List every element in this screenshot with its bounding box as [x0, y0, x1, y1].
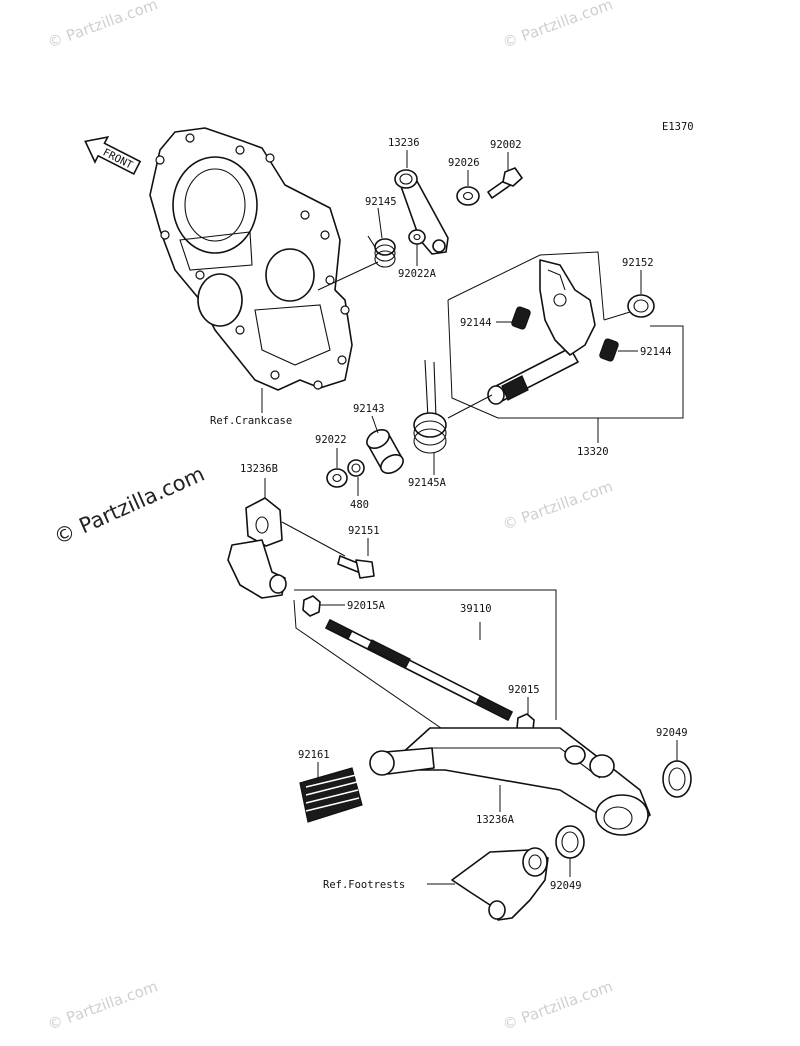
- leader: [603, 311, 631, 321]
- oil-seal-92049-bottom: [555, 825, 585, 859]
- label-13236a: 13236A: [476, 814, 515, 826]
- label-92143: 92143: [353, 403, 385, 415]
- label-92026: 92026: [448, 157, 480, 169]
- label-92002: 92002: [490, 139, 522, 151]
- label-92022: 92022: [315, 434, 347, 446]
- label-92151: 92151: [348, 525, 380, 537]
- label-92015: 92015: [508, 684, 540, 696]
- spring-92144-left: [511, 306, 531, 330]
- crankcase-cover: [149, 127, 353, 391]
- shift-shaft: [487, 259, 596, 405]
- watermark: © Partzilla.com: [500, 0, 615, 52]
- label-92022a: 92022A: [398, 268, 437, 280]
- pedal-peg-92161: [299, 747, 435, 823]
- label-92145a: 92145A: [408, 477, 447, 489]
- label-92015a: 92015A: [347, 600, 386, 612]
- watermark: © Partzilla.com: [45, 0, 160, 52]
- label-13236: 13236: [388, 137, 420, 149]
- return-spring-92145a: [413, 359, 447, 454]
- ref-crankcase-label: Ref.Crankcase: [210, 415, 292, 427]
- lever-13236b: [227, 497, 287, 599]
- oil-seal-92049-top: [662, 760, 692, 798]
- leader-cover-to-spring: [317, 261, 379, 291]
- front-arrow: FRONT: [84, 135, 142, 176]
- label-92144-right: 92144: [640, 346, 672, 358]
- watermark: © Partzilla.com: [45, 977, 160, 1034]
- washer-92026: [456, 186, 480, 206]
- collar-92143: [366, 429, 404, 474]
- label-92049-top: 92049: [656, 727, 688, 739]
- label-92152: 92152: [622, 257, 654, 269]
- ref-footrests-label: Ref.Footrests: [323, 879, 405, 891]
- tie-rod-39110: [325, 619, 513, 721]
- bolt-92151: [337, 555, 375, 579]
- label-92145: 92145: [365, 196, 397, 208]
- watermark: © Partzilla.com: [500, 977, 615, 1034]
- label-92049-bottom: 92049: [550, 880, 582, 892]
- shift-pedal-13236a: [399, 727, 651, 836]
- label-13320: 13320: [577, 446, 609, 458]
- assembly-bracket-13320: [447, 299, 684, 419]
- label-480: 480: [350, 499, 369, 511]
- washer-92022: [326, 468, 348, 488]
- footrest-bracket: [451, 847, 549, 921]
- spring-92144-right: [599, 338, 619, 362]
- label-92144-left: 92144: [460, 317, 492, 329]
- washer-92022a: [408, 229, 426, 245]
- leader-spring-to-shaft: [447, 394, 493, 419]
- circlip-480: [347, 459, 365, 477]
- watermark: © Partzilla.com: [500, 477, 615, 534]
- tie-rod-bracket-top: [294, 589, 557, 720]
- watermark-main: © Partzilla.com: [50, 462, 208, 550]
- leader: [281, 521, 346, 557]
- label-39110: 39110: [460, 603, 492, 615]
- spring-92145: [367, 235, 396, 268]
- label-13236b: 13236B: [240, 463, 278, 475]
- oil-seal-92152: [627, 294, 655, 318]
- label-92161: 92161: [298, 749, 330, 761]
- diagram-code: E1370: [662, 121, 694, 133]
- leader: [371, 415, 379, 434]
- shift-arm-13236: [394, 169, 449, 255]
- leader: [377, 207, 383, 239]
- nut-92015a: [302, 595, 321, 617]
- assembly-bracket-top: [447, 251, 605, 321]
- bolt-92002: [487, 167, 523, 199]
